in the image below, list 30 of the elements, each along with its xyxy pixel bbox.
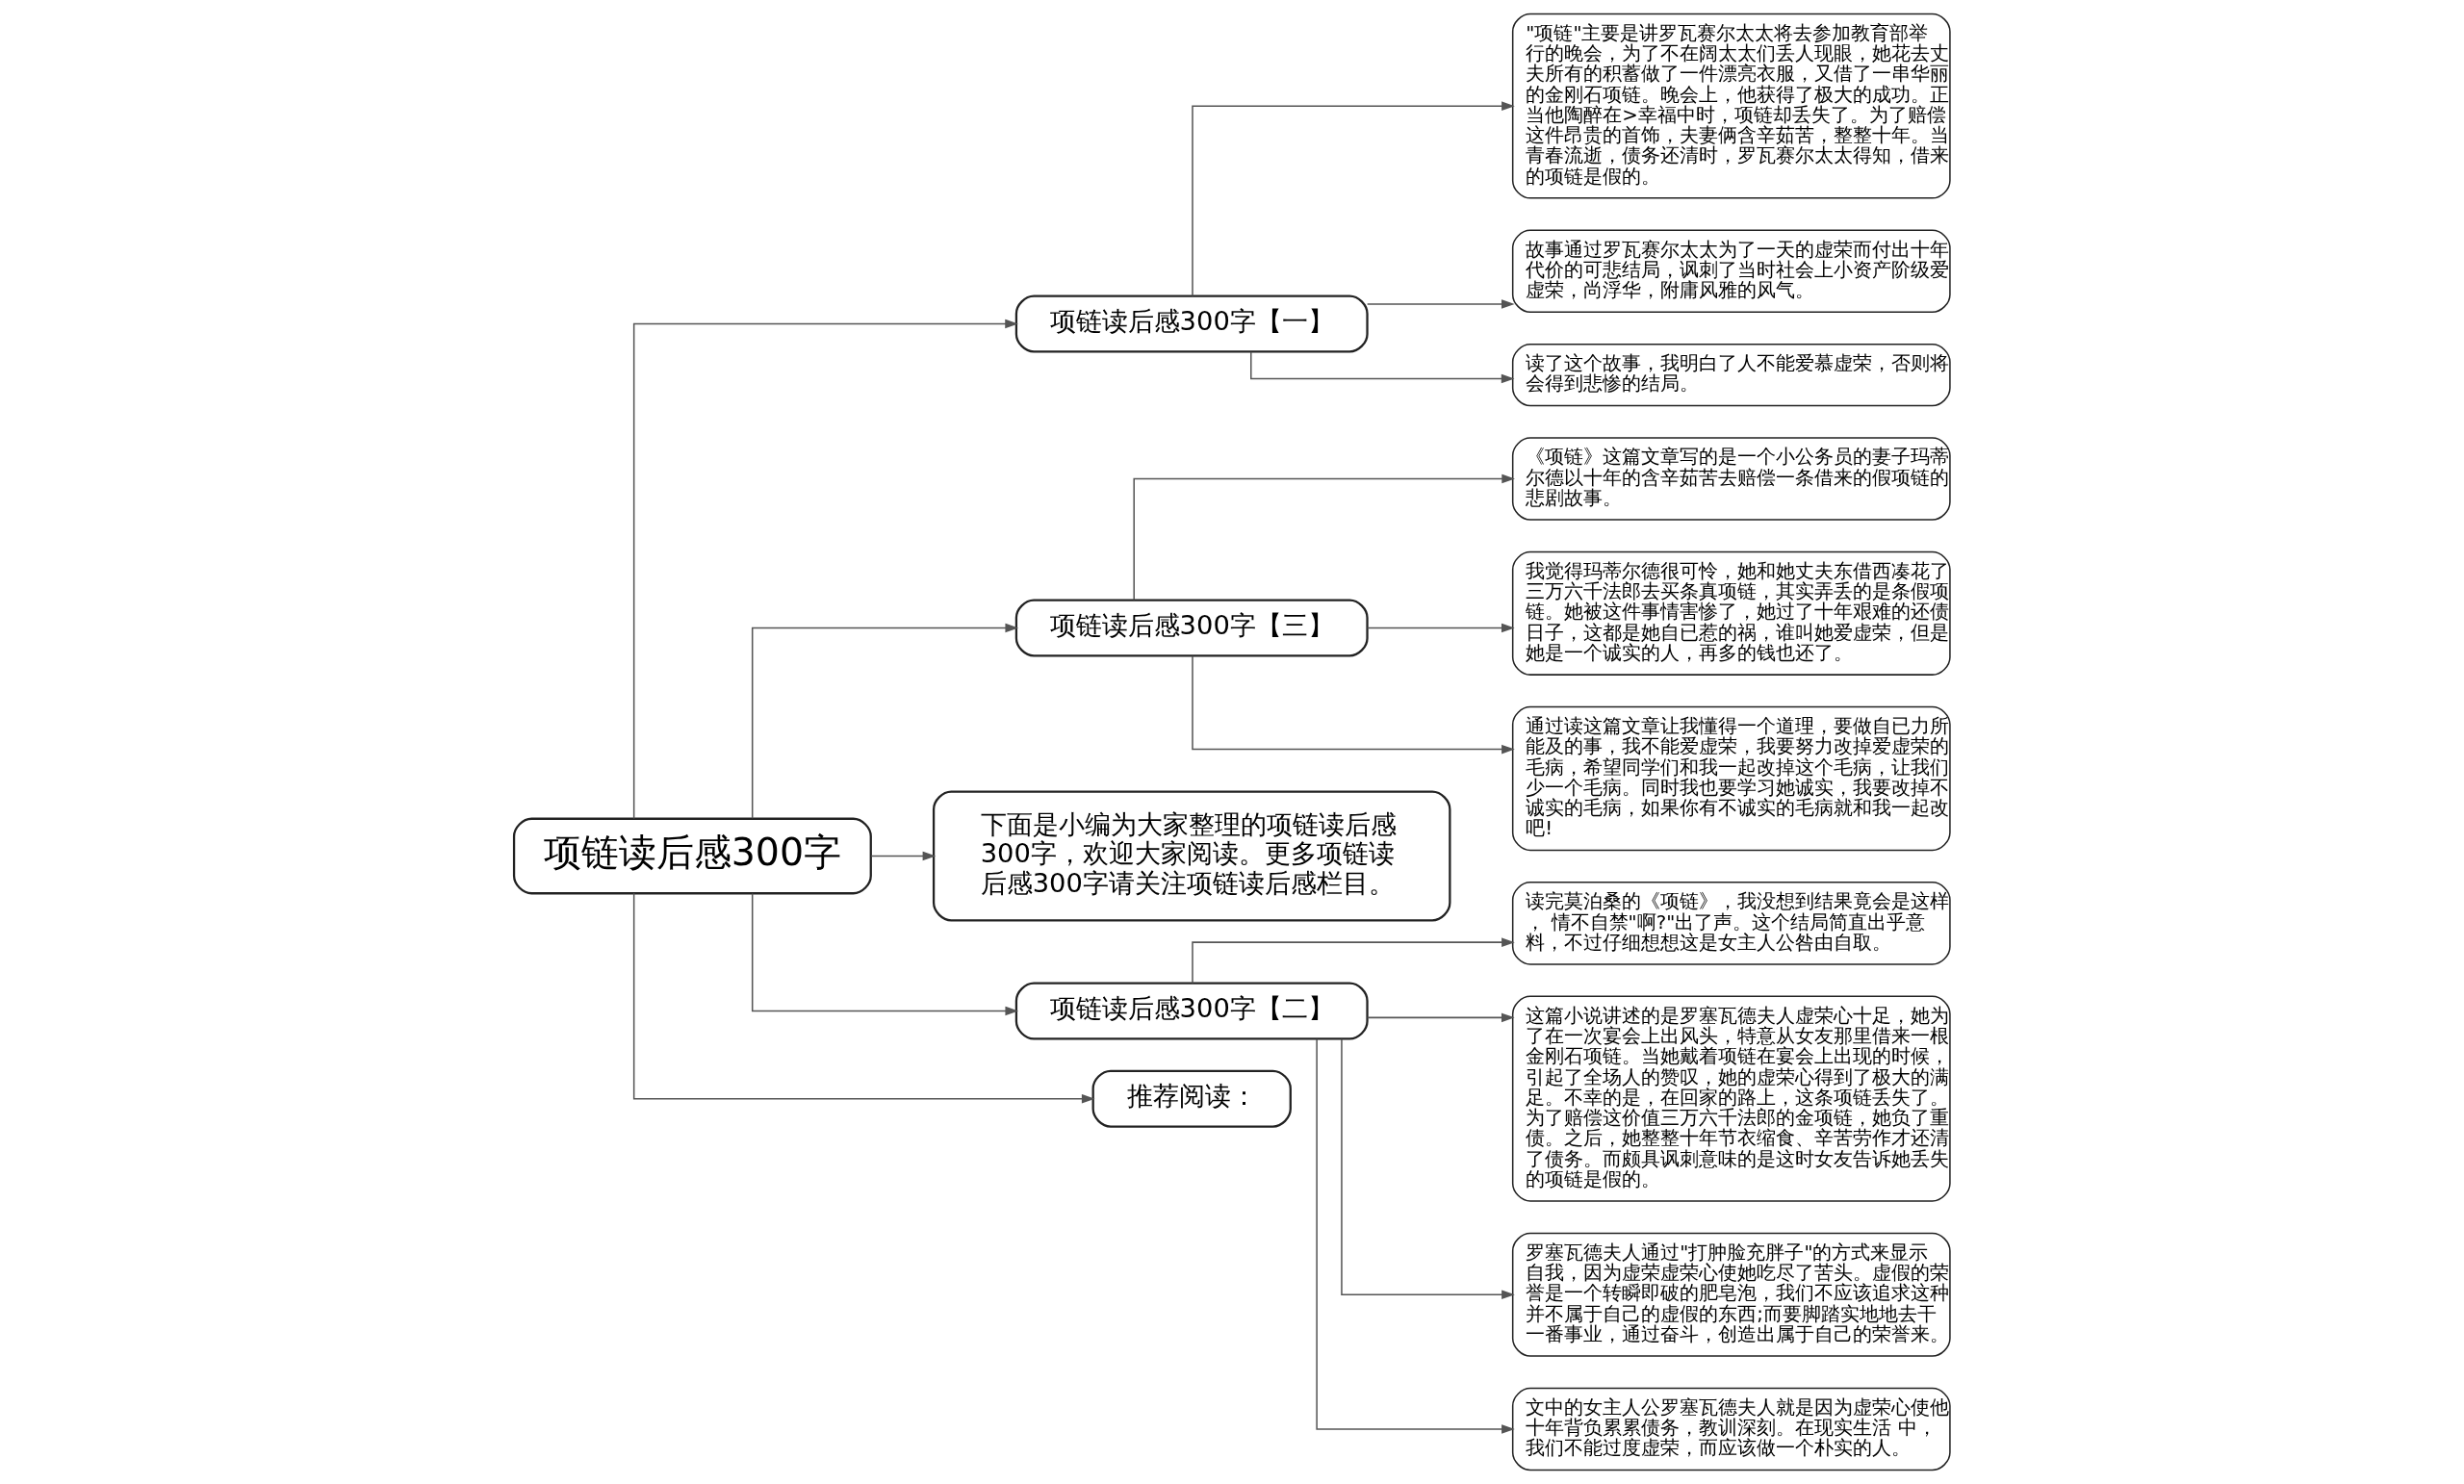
node-box: 推荐阅读： [1091, 1069, 1292, 1128]
node-box: 项链读后感300字【一】 [1014, 294, 1369, 353]
node-box: 《项链》这篇文章写的是一个小公务员的妻子玛蒂尔德以十年的含辛茹苦去赔偿一条借来的假项链的悲剧故事。 [1511, 437, 1951, 521]
node-box: 项链读后感300字【三】 [1014, 599, 1369, 657]
arrow [632, 892, 1095, 1104]
node-box: "项链"主要是讲罗瓦赛尔太太将去参加教育部举行的晚会，为了不在阔太太们丢人现眼，她花去丈夫所有的积蓄做了一件漂亮衣服，又借了一串华丽的金刚石项链。晚会上，他获得了极大的成功。正当他陶醉在>幸福中时，项链却丢失了。为了赔偿这件昂贵的首饰，夫妻俩含辛茹苦，整整十年。当青春流逝，债务还清时，罗瓦赛尔太太得知，借来的项链是假的。 [1511, 13, 1951, 199]
arrow [1341, 1038, 1515, 1300]
node-box: 通过读这篇文章让我懂得一个道理，要做自已力所能及的事，我不能爱虚荣，我要努力改掉爱虚荣的毛病，希望同学们和我一起改掉这个毛病，让我们少一个毛病。同时我也要学习她诚实，我要改掉不诚实的毛病，如果你有不诚实的毛病就和我一起改吧! [1511, 705, 1951, 852]
arrow [870, 851, 937, 861]
node-box: 项链读后感300字 [512, 817, 872, 895]
node-box: 文中的女主人公罗塞瓦德夫人就是因为虚荣心使他十年背负累累债务，教训深刻。在现实生活 中，我们不能过度虚荣，而应该做一个朴实的人。 [1511, 1387, 1951, 1471]
arrow [1366, 1012, 1515, 1023]
arrow [751, 623, 1019, 820]
arrow [1192, 937, 1515, 985]
arrow [751, 892, 1019, 1016]
node-box: 读了这个故事，我明白了人不能爱慕虚荣，否则将会得到悲惨的结局。 [1511, 344, 1951, 407]
arrow [1316, 1037, 1515, 1434]
arrow [1192, 655, 1515, 755]
node-box: 这篇小说讲述的是罗塞瓦德夫人虚荣心十足，她为了在一次宴会上出风头，特意从女友那里借来一根金刚石项链。当她戴着项链在宴会上出现的时候，引起了全场人的赞叹，她的虚荣心得到了极大的满足。不幸的是，在回家的路上，这条项链丢失了。为了赔偿这价值三万六千法郎的金项链，她负了重债。之后，她整整十年节衣缩食、辛苦劳作才还清了债务。而颇具讽刺意味的是这时女友告诉她丢失的项链是假的。 [1511, 995, 1951, 1202]
arrow [1133, 473, 1515, 601]
arrow [1366, 299, 1515, 309]
arrow [1366, 623, 1515, 633]
node-box: 罗塞瓦德夫人通过"打肿脸充胖子"的方式来显示自我，因为虚荣虚荣心使她吃尽了苦头。虚假的荣誉是一个转瞬即破的肥皂泡，我们不应该追求这种并不属于自己的虚假的东西;而要脚踏实地地去干一番事业，通过奋斗，创造出属于自己的荣誉来。 [1511, 1232, 1951, 1357]
node-box: 我觉得玛蒂尔德很可怜，她和她丈夫东借西凑花了三万六千法郎去买条真项链，其实弄丢的是条假项链。她被这件事情害惨了，她过了十年艰难的还债日子，这都是她自已惹的祸，谁叫她爱虚荣，但是她是一个诚实的人，再多的钱也还了。 [1511, 550, 1951, 676]
node-box: 故事通过罗瓦赛尔太太为了一天的虚荣而付出十年代价的可悲结局，讽刺了当时社会上小资产阶级爱虚荣，尚浮华，附庸风雅的风气。 [1511, 229, 1951, 314]
node-box: 项链读后感300字【二】 [1014, 982, 1369, 1040]
arrow [632, 319, 1018, 820]
node-box: 下面是小编为大家整理的项链读后感300字，欢迎大家阅读。更多项链读后感300字请关注项链读后感栏目。 [932, 790, 1451, 922]
arrow [1192, 101, 1515, 297]
node-box: 读完莫泊桑的《项链》，我没想到结果竟会是这样， 情不自禁"啊?"出了声。这个结局简直出乎意料，不过仔细想想这是女主人公咎由自取。 [1511, 882, 1951, 965]
